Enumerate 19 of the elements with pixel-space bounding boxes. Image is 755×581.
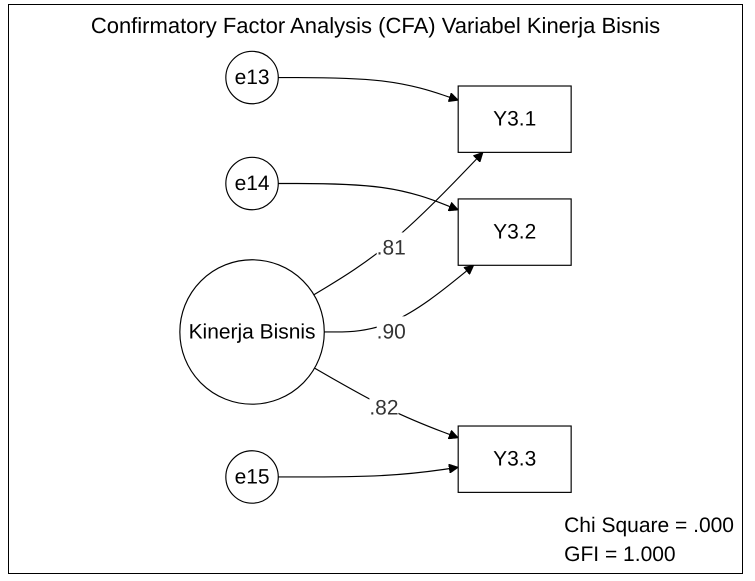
node-circle — [225, 50, 279, 104]
edge-label: .81 — [376, 236, 406, 260]
node-circle — [225, 450, 279, 504]
node-box — [458, 198, 572, 266]
arrow — [278, 76, 459, 102]
node-box — [458, 425, 572, 493]
arrow — [278, 182, 459, 212]
fit-statistic: Chi Square = .000 — [564, 513, 734, 540]
edge-label: .82 — [369, 396, 398, 419]
arrow — [314, 367, 459, 440]
node-box — [458, 85, 572, 153]
arrow — [314, 152, 484, 296]
edge-label: .90 — [376, 320, 406, 343]
node-circle — [179, 258, 325, 405]
diagram-title: Confirmatory Factor Analysis (CFA) Variabel Kinerja Bisnis — [90, 12, 662, 40]
arrow — [278, 463, 459, 478]
fit-statistic: GFI = 1.000 — [564, 542, 677, 568]
node-circle — [225, 156, 279, 210]
diagram-frame: Confirmatory Factor Analysis (CFA) Variabel Kinerja Bisnis .81 .90 .82 e13 Y3.1 e14 Y3.2 Kinerja Bisnis e15 Y3.3 Chi Square = .000 GFI = 1.000 — [8, 4, 743, 574]
